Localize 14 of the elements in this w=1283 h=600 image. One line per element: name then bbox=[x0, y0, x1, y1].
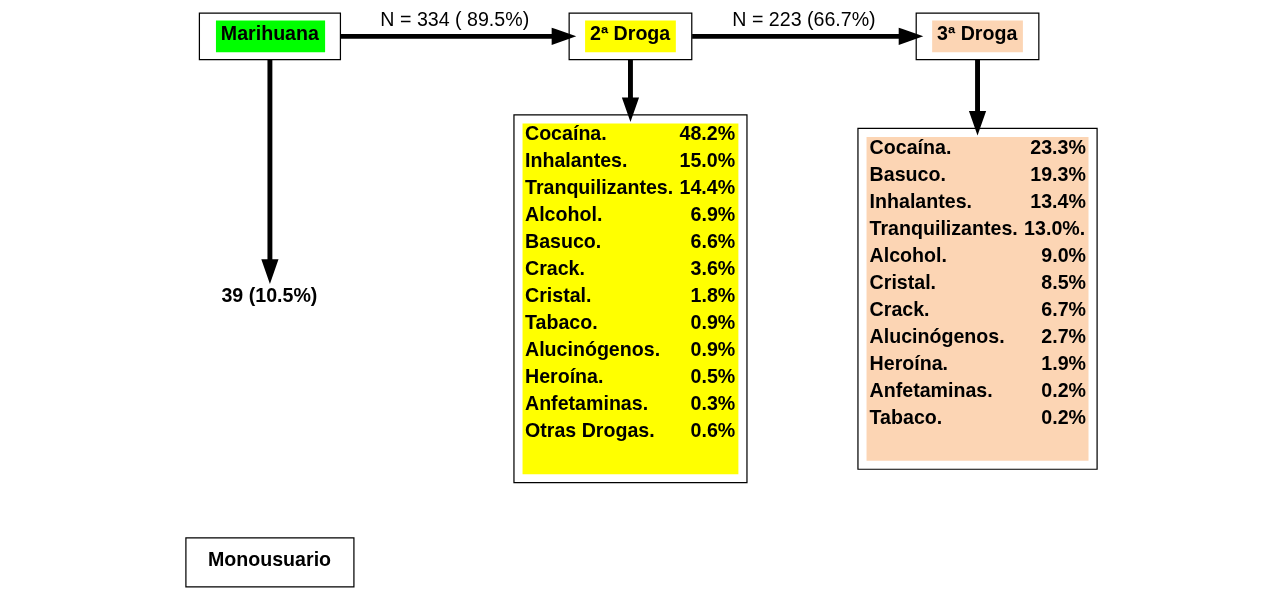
edge-label: N = 334 ( 89.5%) bbox=[380, 8, 530, 31]
node-box: Marihuana bbox=[198, 12, 342, 61]
node-box: 2ª Droga bbox=[568, 12, 693, 61]
node-box: Monousuario bbox=[185, 537, 355, 588]
arrow bbox=[968, 59, 987, 136]
node-text: 39 (10.5%) bbox=[221, 284, 318, 307]
arrow bbox=[340, 27, 577, 45]
arrow bbox=[621, 59, 640, 123]
node-box: Cocaína. 48.2% Inhalantes. 15.0% Tranquilizantes. 14.4% Alcohol. 6.9% Basuco. 6.6% Crack. 3.6% Cristal. 1.8% Tabaco. 0.9% Alucinógenos. 0.9% Heroína. 0.5% Anfetaminas. 0.3% Otras Drogas. 0.6% bbox=[513, 114, 748, 484]
arrow bbox=[692, 27, 924, 45]
node-box: Cocaína. 23.3% Basuco. 19.3% Inhalantes. 13.4% Tranquilizantes. 13.0%. Alcohol. 9.0% Cristal. 8.5% Crack. 6.7% Alucinógenos. 2.7% Heroína. 1.9% Anfetaminas. 0.2% Tabaco. 0.2% bbox=[857, 127, 1098, 470]
edge-label: N = 223 (66.7%) bbox=[732, 8, 876, 31]
node-box: 3ª Droga bbox=[915, 12, 1040, 61]
arrow bbox=[261, 59, 279, 284]
